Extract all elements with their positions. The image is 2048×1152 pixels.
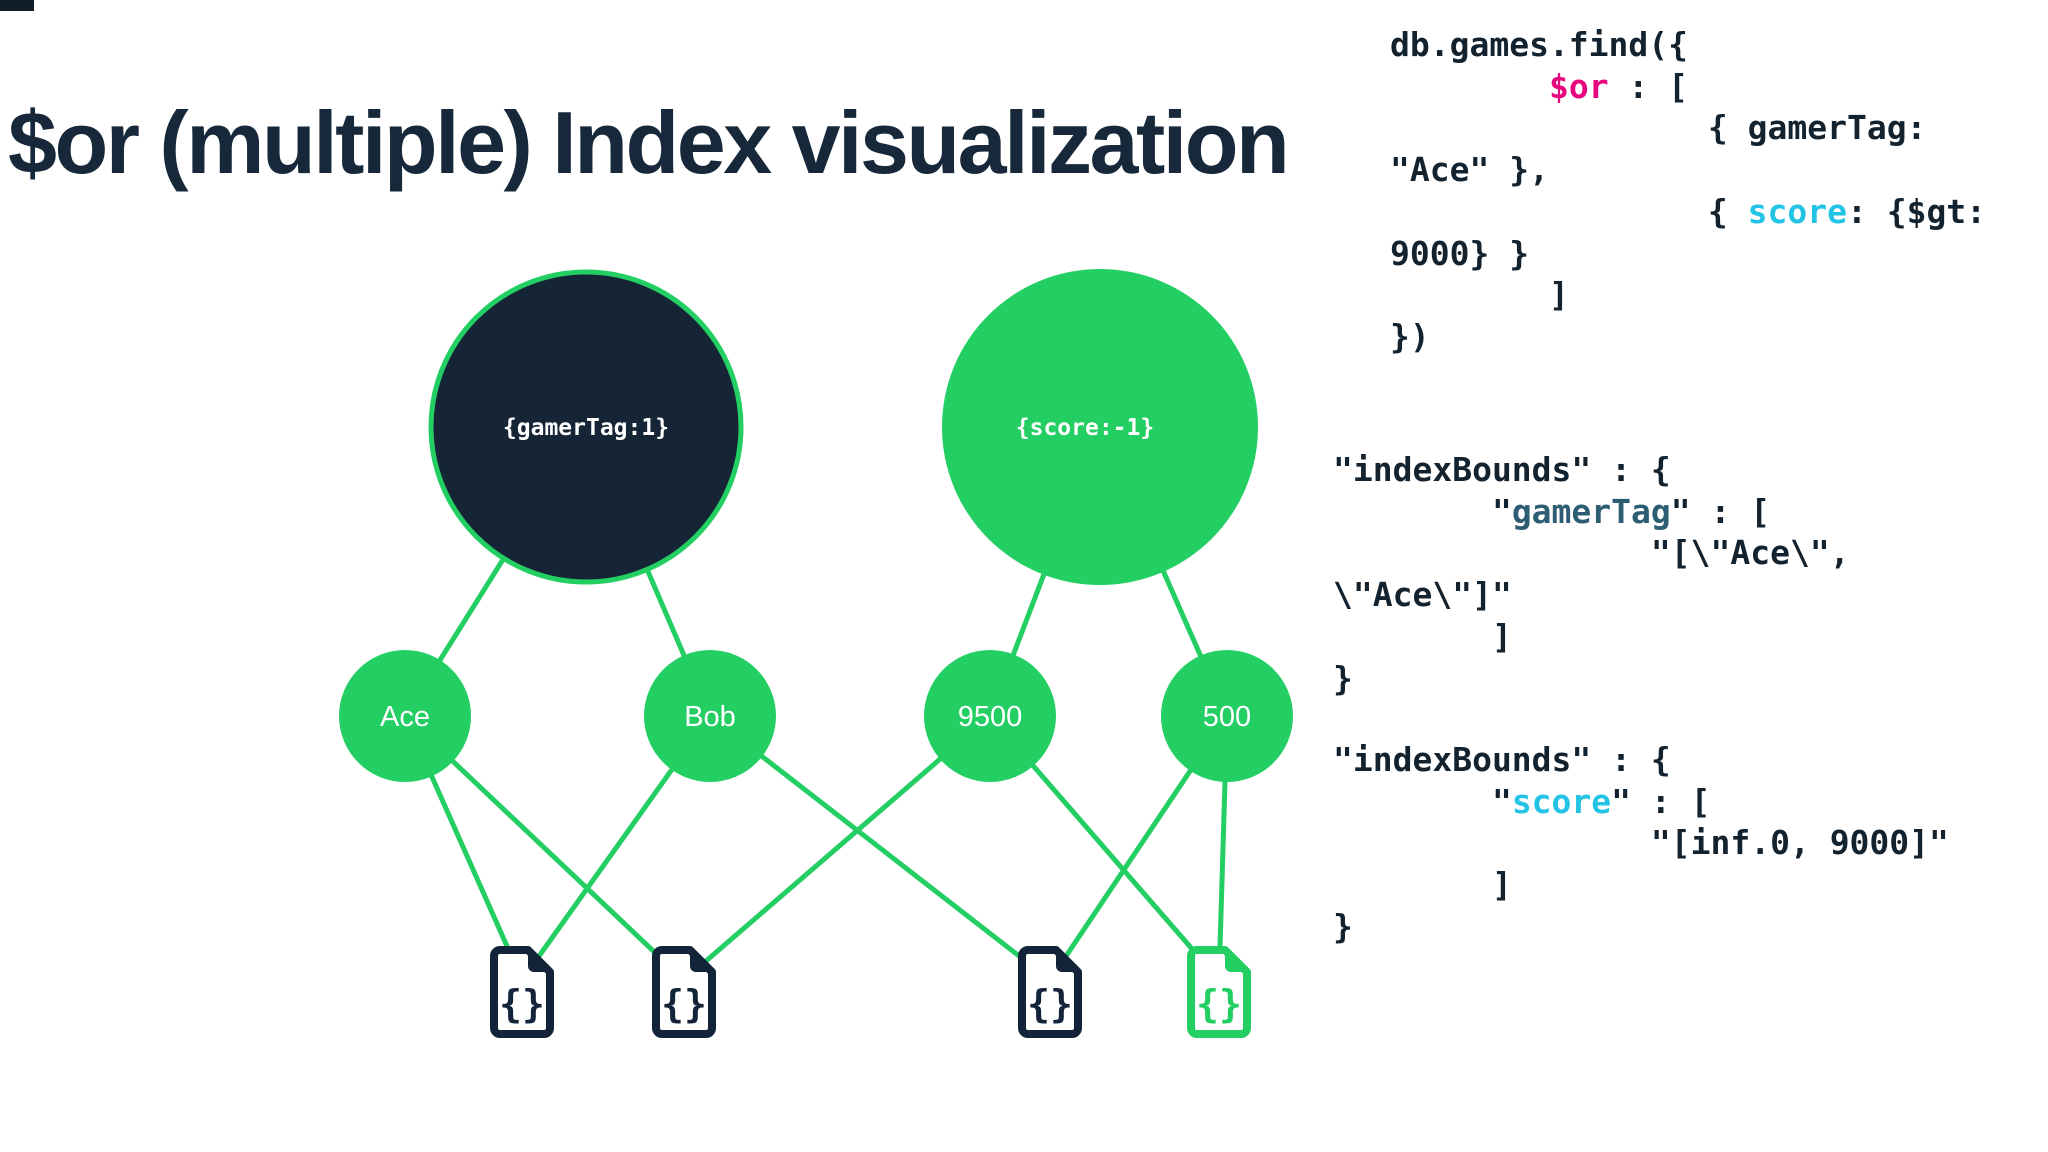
code-line: " : [ — [1670, 491, 1771, 531]
gamertag-index-label: {gamerTag:1} — [503, 415, 669, 441]
code-line: { gamerTag: — [1390, 108, 1927, 148]
braces-glyph: {} — [1027, 982, 1073, 1026]
edge-bob-doc3 — [708, 714, 1052, 982]
code-line: ] — [1390, 275, 1569, 315]
code-line: " : [ — [1611, 781, 1711, 821]
code-block-query: db.games.find({ $or : [ { gamerTag: "Ace… — [1390, 24, 1986, 358]
code-line: " — [1333, 781, 1512, 821]
gamertag-field-token: gamerTag — [1511, 491, 1671, 531]
document-icon-3: {} — [1018, 946, 1082, 1038]
key-label-ace: Ace — [380, 701, 430, 733]
document-icon-1: {} — [490, 946, 554, 1038]
braces-glyph: {} — [1196, 982, 1242, 1026]
code-line: "[\"Ace\", — [1333, 533, 1850, 573]
code-line: : {$gt: — [1846, 191, 1987, 231]
code-line: { — [1390, 191, 1748, 231]
key-label-bob: Bob — [684, 701, 736, 733]
code-line: db.games.find({ — [1390, 25, 1689, 64]
key-circle-500 — [1161, 650, 1293, 782]
code-line: "[inf.0, 9000]" — [1333, 823, 1949, 863]
code-line: \"Ace\"]" — [1333, 575, 1512, 615]
page-title: $or (multiple) Index visualization — [8, 92, 1290, 192]
score-index-circle — [942, 269, 1258, 585]
code-line: ] — [1333, 616, 1512, 656]
braces-glyph: {} — [661, 982, 707, 1026]
key-label-9500: 9500 — [958, 701, 1023, 733]
code-line: "indexBounds" : { — [1333, 450, 1671, 489]
score-field-token: score — [1747, 191, 1847, 231]
document-icon-2: {} — [652, 946, 716, 1038]
code-line: } — [1333, 906, 1353, 946]
document-icon-4-matched: {} — [1187, 946, 1251, 1038]
code-block-indexbounds-gamertag: "indexBounds" : { "gamerTag" : [ "[\"Ace… — [1333, 449, 1850, 699]
code-block-indexbounds-score: "indexBounds" : { "score" : [ "[inf.0, 9… — [1333, 739, 1949, 948]
key-circle-ace — [339, 650, 471, 782]
code-line: "indexBounds" : { — [1333, 740, 1671, 779]
edge-9500-doc2 — [682, 714, 992, 982]
code-line: ] — [1333, 865, 1512, 905]
code-line: "Ace" }, — [1390, 150, 1549, 190]
braces-glyph: {} — [499, 982, 545, 1026]
code-line: }) — [1390, 316, 1430, 356]
gamertag-index-circle — [428, 269, 744, 585]
code-line: : [ — [1608, 66, 1689, 106]
code-line: 9000} } — [1390, 233, 1530, 273]
score-field-token: score — [1511, 781, 1612, 821]
or-operator-token: $or — [1548, 66, 1609, 106]
code-line: " — [1333, 491, 1512, 531]
key-circle-bob — [644, 650, 776, 782]
score-index-label: {score:-1} — [1016, 415, 1154, 441]
key-label-500: 500 — [1203, 701, 1251, 733]
top-left-artifact-bar — [0, 0, 34, 11]
key-circle-9500 — [924, 650, 1056, 782]
code-line: } — [1333, 658, 1353, 698]
